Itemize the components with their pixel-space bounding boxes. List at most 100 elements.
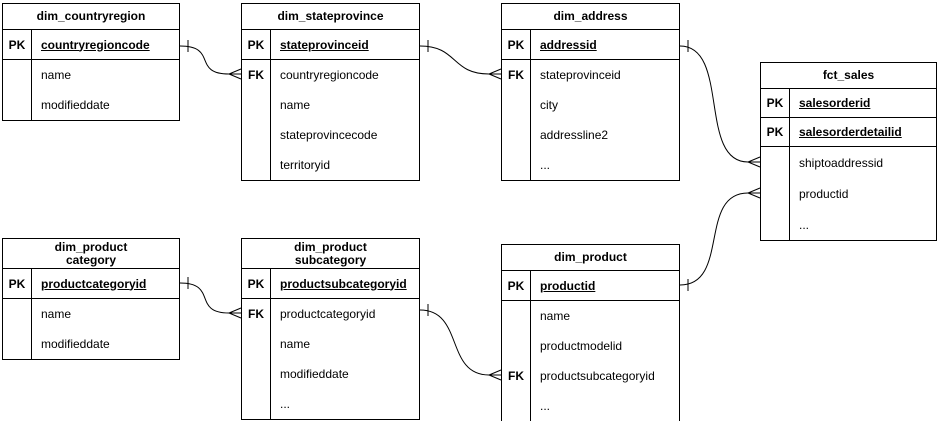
table-row: name <box>242 329 419 359</box>
table-row: PK stateprovinceid <box>242 30 419 60</box>
key-label <box>3 329 32 359</box>
edge-address-fctsales <box>679 40 761 168</box>
table-row: name <box>3 60 179 90</box>
table-title: dim_stateprovince <box>242 4 419 30</box>
key-label: PK <box>761 118 790 146</box>
table-row: FK stateprovinceid <box>502 60 679 90</box>
table-dim-productcategory[interactable]: dim_product category PK productcategoryi… <box>2 238 180 360</box>
key-label: PK <box>761 89 790 117</box>
edge-stateprovince-address <box>419 40 502 80</box>
edge-countryregion-stateprovince <box>179 40 242 80</box>
table-row: productmodelid <box>502 331 679 361</box>
key-label <box>242 150 271 180</box>
key-label: PK <box>3 30 32 59</box>
table-row: FK productsubcategoryid <box>502 361 679 391</box>
key-label <box>242 359 271 389</box>
table-title-line: fct_sales <box>822 68 875 82</box>
table-title-line: dim_product <box>294 239 367 254</box>
table-row: PK productsubcategoryid <box>242 269 419 299</box>
key-label <box>242 329 271 359</box>
column-name: productmodelid <box>540 339 623 353</box>
table-row: ... <box>242 389 419 419</box>
column-name: name <box>540 309 571 323</box>
column-name: productid <box>799 186 849 201</box>
table-title-line: dim_address <box>553 9 628 23</box>
column-name: name <box>41 68 72 82</box>
table-title: dim_countryregion <box>3 4 179 30</box>
key-label <box>502 90 531 120</box>
column-name: productsubcategoryid <box>280 276 407 291</box>
table-title-line: dim_product <box>554 250 627 264</box>
table-dim-productsubcategory[interactable]: dim_product subcategory PK productsubcat… <box>241 238 420 420</box>
key-label: PK <box>242 269 271 298</box>
table-row: stateprovincecode <box>242 120 419 150</box>
column-name: productid <box>540 278 596 293</box>
table-title-line: dim_stateprovince <box>277 9 384 23</box>
column-name: name <box>280 98 311 112</box>
key-label <box>3 60 32 90</box>
key-label <box>242 120 271 150</box>
table-row: ... <box>502 150 679 180</box>
table-row: PK salesorderdetailid <box>761 118 936 147</box>
table-title-line: subcategory <box>294 252 367 267</box>
table-title: dim_address <box>502 4 679 30</box>
table-title: dim_product category <box>3 239 179 269</box>
edge-productsubcategory-product <box>419 304 502 381</box>
column-name: shiptoaddressid <box>799 155 884 170</box>
column-name: name <box>280 337 311 351</box>
table-row: modifieddate <box>3 329 179 359</box>
table-row: name <box>3 299 179 329</box>
table-row: name <box>502 301 679 331</box>
edge-product-fctsales <box>679 187 761 291</box>
key-label: FK <box>502 361 531 391</box>
column-name: productsubcategoryid <box>540 369 655 383</box>
key-label <box>502 301 531 331</box>
key-label <box>502 150 531 180</box>
key-label <box>502 120 531 150</box>
key-label: FK <box>242 299 271 329</box>
key-label <box>761 147 790 178</box>
column-name: countryregioncode <box>41 37 150 52</box>
column-name: name <box>41 307 72 321</box>
table-row: shiptoaddressid <box>761 147 936 178</box>
key-label <box>242 90 271 120</box>
column-name: city <box>540 98 558 112</box>
table-row: modifieddate <box>242 359 419 389</box>
column-name: modifieddate <box>280 367 349 381</box>
table-title-line: dim_product <box>54 239 128 254</box>
table-row: name <box>242 90 419 120</box>
table-row: FK countryregioncode <box>242 60 419 90</box>
table-dim-product[interactable]: dim_product PK productid name productmod… <box>501 244 680 421</box>
key-label <box>242 389 271 419</box>
key-label <box>3 299 32 329</box>
column-name: salesorderid <box>799 96 871 110</box>
key-label: FK <box>242 60 271 90</box>
key-label <box>3 90 32 120</box>
table-title-line: dim_countryregion <box>36 9 146 23</box>
table-dim-stateprovince[interactable]: dim_stateprovince PK stateprovinceid FK … <box>241 3 420 181</box>
table-title: fct_sales <box>761 63 936 89</box>
key-label: PK <box>3 269 32 298</box>
key-label <box>502 391 531 421</box>
table-fct-sales[interactable]: fct_sales PK salesorderid PK salesorderd… <box>760 62 937 241</box>
table-row: productid <box>761 178 936 209</box>
key-label <box>502 331 531 361</box>
table-row: ... <box>761 209 936 240</box>
table-row: PK productcategoryid <box>3 269 179 299</box>
column-name: stateprovincecode <box>280 128 378 142</box>
column-name: ... <box>540 399 551 413</box>
table-dim-countryregion[interactable]: dim_countryregion PK countryregioncode n… <box>2 3 180 121</box>
table-row: PK countryregioncode <box>3 30 179 60</box>
column-name: productcategoryid <box>41 276 147 291</box>
table-dim-address[interactable]: dim_address PK addressid FK stateprovinc… <box>501 3 680 181</box>
table-row: addressline2 <box>502 120 679 150</box>
column-name: modifieddate <box>41 337 110 351</box>
column-name: stateprovinceid <box>280 37 369 52</box>
table-row: city <box>502 90 679 120</box>
column-name: ... <box>280 397 291 411</box>
key-label: FK <box>502 60 531 90</box>
column-name: ... <box>540 158 551 172</box>
table-row: PK productid <box>502 271 679 301</box>
